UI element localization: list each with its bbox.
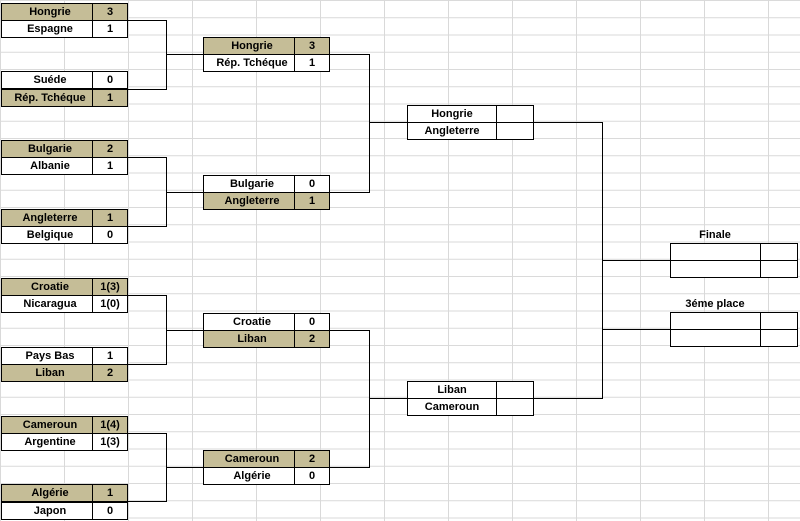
r3-m1-team2-name[interactable]: Angleterre [407, 122, 497, 140]
r2-m2-team2-name[interactable]: Angleterre [203, 192, 301, 210]
r1-m8-team2-name[interactable]: Japon [1, 502, 99, 520]
r1-m3-team1-score[interactable]: 2 [92, 140, 128, 158]
connector-line [369, 122, 407, 123]
r1-m6-team2-score[interactable]: 2 [92, 364, 128, 382]
r1-m5-team2-score[interactable]: 1(0) [92, 295, 128, 313]
r1-m1-team2-score[interactable]: 1 [92, 20, 128, 38]
r1-m3-team2-name[interactable]: Albanie [1, 157, 99, 175]
r1-m7-team1-score[interactable]: 1(4) [92, 416, 128, 434]
third-place-team1-score[interactable] [760, 312, 798, 330]
finale-team1-score[interactable] [760, 243, 798, 261]
r1-m7-team2-name[interactable]: Argentine [1, 433, 99, 451]
connector-line [330, 192, 369, 193]
connector-line [602, 260, 670, 261]
r3-m2-team1-name[interactable]: Liban [407, 381, 497, 399]
r1-m6-team1-score[interactable]: 1 [92, 347, 128, 365]
r3-m2-team2-name[interactable]: Cameroun [407, 398, 497, 416]
connector-line [369, 398, 407, 399]
r3-m1-team1-score[interactable] [496, 105, 534, 123]
finale-team2-name[interactable] [670, 260, 761, 278]
third-place-team2-name[interactable] [670, 329, 761, 347]
r2-m3-team1-name[interactable]: Croatie [203, 313, 301, 331]
r2-m4-team2-name[interactable]: Algérie [203, 467, 301, 485]
r1-m3-team1-name[interactable]: Bulgarie [1, 140, 99, 158]
r1-m5-team1-score[interactable]: 1(3) [92, 278, 128, 296]
r2-m1-team1-name[interactable]: Hongrie [203, 37, 301, 55]
connector-line [166, 467, 203, 468]
r1-m4-team1-name[interactable]: Angleterre [1, 209, 99, 227]
r2-m1-team1-score[interactable]: 3 [294, 37, 330, 55]
connector-line [166, 330, 203, 331]
r2-m2-team1-score[interactable]: 0 [294, 175, 330, 193]
r2-m1-team2-score[interactable]: 1 [294, 54, 330, 72]
r1-m2-team1-score[interactable]: 0 [92, 71, 128, 89]
r2-m2-team1-name[interactable]: Bulgarie [203, 175, 301, 193]
connector-line [369, 54, 370, 193]
r1-m3-team2-score[interactable]: 1 [92, 157, 128, 175]
connector-line [128, 20, 166, 21]
third-place-team1-name[interactable] [670, 312, 761, 330]
r2-m3-team2-score[interactable]: 2 [294, 330, 330, 348]
connector-line [330, 467, 369, 468]
r3-m1-team1-name[interactable]: Hongrie [407, 105, 497, 123]
r1-m5-team2-name[interactable]: Nicaragua [1, 295, 99, 313]
connector-line [128, 364, 166, 365]
r2-m3-team1-score[interactable]: 0 [294, 313, 330, 331]
connector-line [534, 398, 602, 399]
connector-line [128, 295, 166, 296]
connector-line [128, 89, 166, 90]
connector-line [330, 54, 369, 55]
third-place-team2-score[interactable] [760, 329, 798, 347]
connector-line [128, 157, 166, 158]
r3-m2-team1-score[interactable] [496, 381, 534, 399]
connector-line [330, 330, 369, 331]
r1-m6-team2-name[interactable]: Liban [1, 364, 99, 382]
r3-m1-team2-score[interactable] [496, 122, 534, 140]
r2-m1-team2-name[interactable]: Rép. Tchéque [203, 54, 301, 72]
connector-line [602, 329, 670, 330]
r1-m2-team1-name[interactable]: Suéde [1, 71, 99, 89]
r1-m7-team1-name[interactable]: Cameroun [1, 416, 99, 434]
r2-m4-team2-score[interactable]: 0 [294, 467, 330, 485]
r1-m4-team2-name[interactable]: Belgique [1, 226, 99, 244]
r1-m1-team1-name[interactable]: Hongrie [1, 3, 99, 21]
r1-m7-team2-score[interactable]: 1(3) [92, 433, 128, 451]
r1-m6-team1-name[interactable]: Pays Bas [1, 347, 99, 365]
connector-line [166, 20, 167, 90]
connector-line [128, 226, 166, 227]
r2-m4-team1-name[interactable]: Cameroun [203, 450, 301, 468]
r1-m8-team2-score[interactable]: 0 [92, 502, 128, 520]
r2-m4-team1-score[interactable]: 2 [294, 450, 330, 468]
connector-line [166, 192, 203, 193]
r1-m4-team2-score[interactable]: 0 [92, 226, 128, 244]
finale-team2-score[interactable] [760, 260, 798, 278]
connector-line [166, 54, 203, 55]
r2-m3-team2-name[interactable]: Liban [203, 330, 301, 348]
r1-m1-team1-score[interactable]: 3 [92, 3, 128, 21]
r2-m2-team2-score[interactable]: 1 [294, 192, 330, 210]
connector-line [128, 501, 166, 502]
r3-m2-team2-score[interactable] [496, 398, 534, 416]
r1-m5-team1-name[interactable]: Croatie [1, 278, 99, 296]
r1-m4-team1-score[interactable]: 1 [92, 209, 128, 227]
r1-m2-team2-score[interactable]: 1 [92, 89, 128, 107]
connector-line [534, 122, 602, 123]
r1-m8-team1-name[interactable]: Algérie [1, 484, 99, 502]
r1-m2-team2-name[interactable]: Rép. Tchéque [1, 89, 99, 107]
third-place-title: 3éme place [685, 298, 745, 310]
r1-m8-team1-score[interactable]: 1 [92, 484, 128, 502]
connector-line [369, 330, 370, 468]
finale-title: Finale [699, 229, 731, 241]
r1-m1-team2-name[interactable]: Espagne [1, 20, 99, 38]
connector-line [128, 433, 166, 434]
finale-team1-name[interactable] [670, 243, 761, 261]
